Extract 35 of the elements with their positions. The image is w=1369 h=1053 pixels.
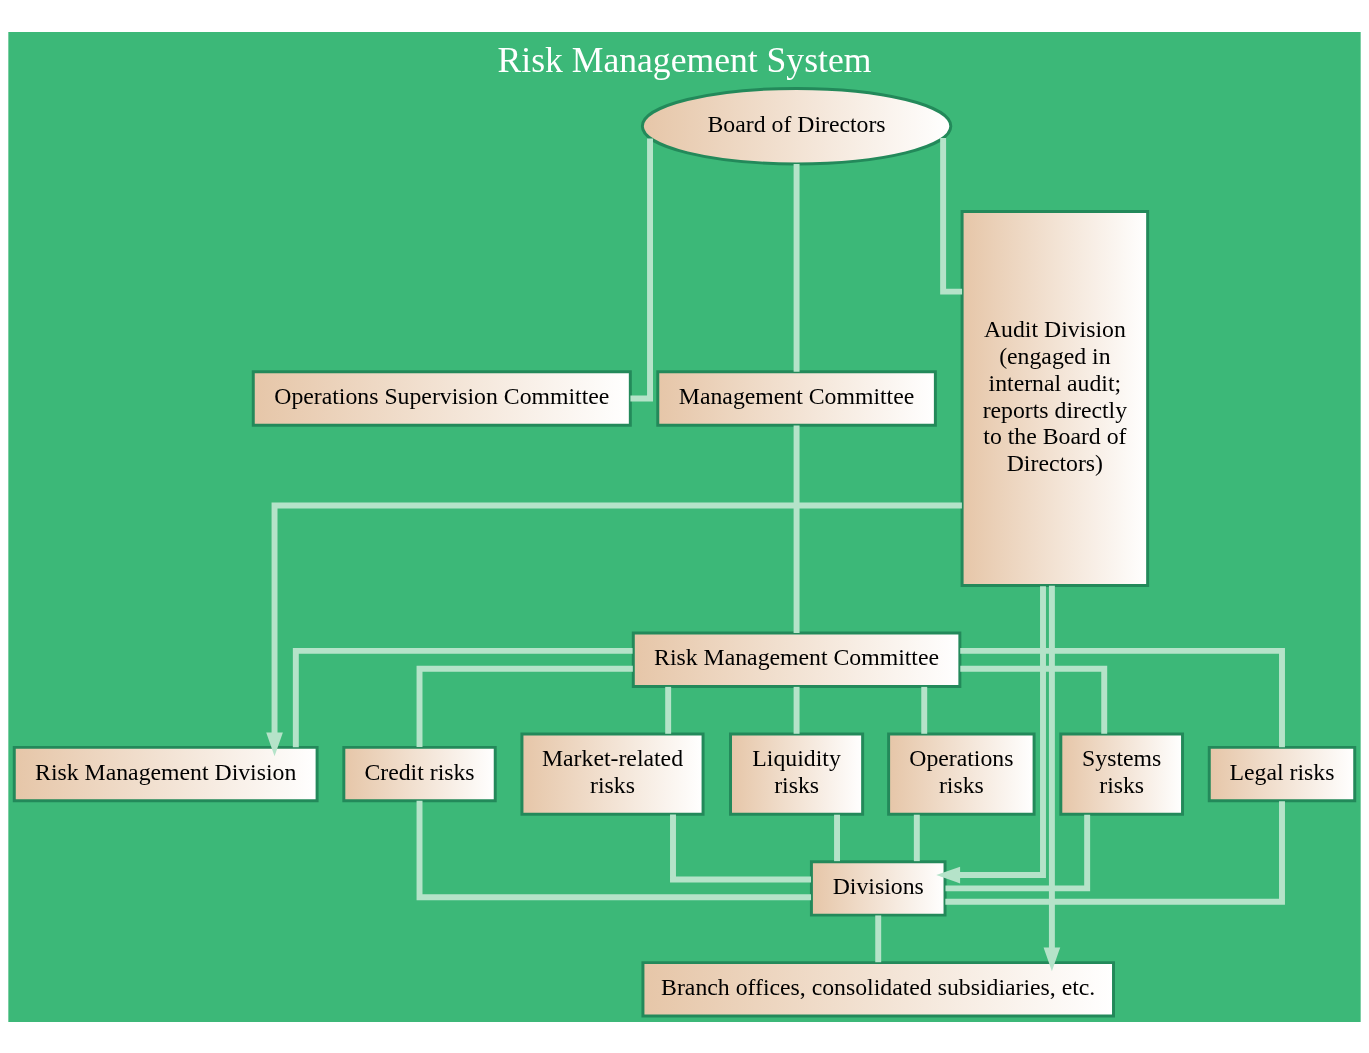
connector [793,686,800,734]
connector [913,814,920,861]
connector [793,163,800,372]
node-box: Systems risks [1059,732,1185,816]
connector [960,665,1108,734]
connector [875,914,882,962]
connector [834,814,840,861]
node-box: Audit Division (engaged in internal audit; reports directly to the Board of Directors) [960,209,1150,587]
connector [945,814,1091,891]
node-box: Market-related risks [520,732,705,816]
node-box: Risk Management Committee [631,631,962,688]
connector [416,665,633,747]
connector [670,814,811,882]
node-box: Management Committee [656,369,937,427]
connector [921,686,928,734]
node-box: Liquidity risks [729,732,865,816]
node-box: Operations risks [887,732,1036,816]
connector [793,425,800,633]
connector [960,647,1285,747]
node-box: Risk Management Division [12,745,319,802]
connector [940,137,963,295]
connector [416,800,812,900]
connector [945,800,1285,905]
arrow [1043,585,1061,971]
node-box: Divisions [809,859,947,917]
node-box: Credit risks [342,745,497,802]
node-box: Branch offices, consolidated subsidiaries, etc. [641,960,1115,1018]
arrow [936,585,1046,883]
node-ellipse: Board of Directors [640,86,953,165]
connector [630,138,653,401]
node-box: Operations Supervision Committee [251,369,632,427]
node-box: Legal risks [1207,745,1357,802]
connector [292,647,633,747]
diagram-title: Risk Management System [497,39,872,80]
connector [665,686,672,734]
